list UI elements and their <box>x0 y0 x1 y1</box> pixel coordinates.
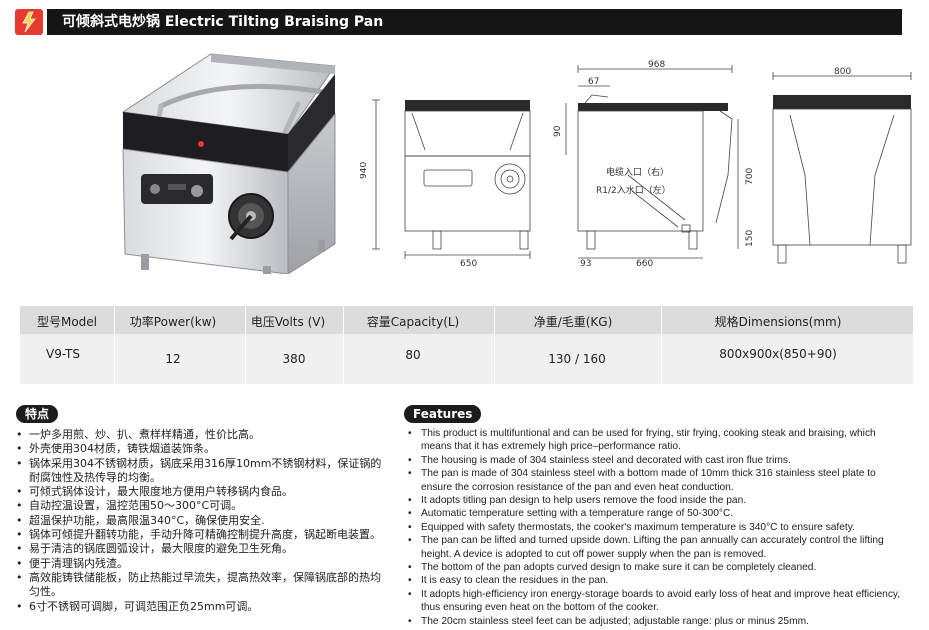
dim-side-left: 93 <box>580 259 591 269</box>
list-item: 6寸不锈钢可调脚，可调范围正负25mm可调。 <box>14 600 389 615</box>
water-inlet-label: R1/2入水口（左） <box>596 184 671 196</box>
dim-side-top: 67 <box>588 77 599 87</box>
header-dimensions: 规格Dimensions(mm) <box>714 315 842 329</box>
dim-side-150: 150 <box>745 230 755 247</box>
dim-side-base: 660 <box>636 259 653 269</box>
dim-front-width: 650 <box>460 259 477 269</box>
list-item: 自动控温设置，温控范围50～300°C可调。 <box>14 499 389 514</box>
list-item: The bottom of the pan adopts curved desi… <box>406 561 906 575</box>
features-en-list: This product is multifuntional and can b… <box>406 427 906 629</box>
list-item: 一炉多用煎、炒、扒、煮样样精通，性价比高。 <box>14 428 389 443</box>
list-item: 锅体采用304不锈钢材质，锅底采用316厚10mm不锈钢材料，保证锅的耐腐蚀性及… <box>14 457 389 486</box>
list-item: 超温保护功能，最高限温340°C，确保使用安全. <box>14 514 389 529</box>
list-item: 便于清理锅内残渣。 <box>14 557 389 572</box>
cell-dimensions: 800x900x(850+90) <box>719 347 837 361</box>
list-item: 外壳使用304材质，铸铁烟道装饰条。 <box>14 442 389 457</box>
features-cn-title: 特点 <box>16 405 59 423</box>
cell-power: 12 <box>165 352 181 366</box>
header-model: 型号Model <box>36 315 98 329</box>
cell-model: V9-TS <box>45 347 81 361</box>
list-item: 易于清洁的锅底圆弧设计，最大限度的避免卫生死角。 <box>14 542 389 557</box>
header-capacity: 容量Capacity(L) <box>366 315 460 329</box>
header-bar <box>47 9 902 35</box>
list-item: This product is multifuntional and can b… <box>406 427 906 454</box>
cell-capacity: 80 <box>405 348 421 362</box>
list-item: The pan is made of 304 stainless steel w… <box>406 467 906 494</box>
list-item: 高效能铸铁储能板，防止热能过早流失，提高热效率，保障锅底部的热均匀性。 <box>14 571 389 600</box>
technical-drawings: 940 650 968 67 90 700 150 93 660 800 电缆入… <box>359 55 920 270</box>
list-item: It is easy to clean the residues in the … <box>406 574 906 588</box>
dim-side-90: 90 <box>553 125 563 137</box>
features-en-title: Features <box>404 405 482 423</box>
list-item: 锅体可倾提升翻转功能，手动升降可精确控制提升高度，锅起断电装置。 <box>14 528 389 543</box>
list-item: The housing is made of 304 stainless ste… <box>406 454 906 468</box>
spec-table-header <box>20 306 913 334</box>
lightning-icon <box>15 9 43 35</box>
cell-volts: 380 <box>282 352 306 366</box>
page-title: 可倾斜式电炒锅 Electric Tilting Braising Pan <box>62 14 384 30</box>
list-item: The 20cm stainless steel feet can be adj… <box>406 615 906 629</box>
list-item: It adopts high-efficiency iron energy-st… <box>406 588 906 615</box>
list-item: It adopts titling pan design to help use… <box>406 494 906 508</box>
features-cn-list: 一炉多用煎、炒、扒、煮样样精通，性价比高。 外壳使用304材质，铸铁烟道装饰条。… <box>14 428 389 614</box>
header-power: 功率Power(kw) <box>129 315 217 329</box>
dim-front-height: 940 <box>360 162 369 179</box>
cable-inlet-label: 电缆入口（右） <box>606 166 669 178</box>
header-weight: 净重/毛重(KG) <box>533 315 613 329</box>
list-item: The pan can be lifted and turned upside … <box>406 534 906 561</box>
list-item: Automatic temperature setting with a tem… <box>406 507 906 521</box>
product-photo <box>113 44 338 275</box>
dim-back-width: 800 <box>834 67 851 77</box>
dim-side-total: 968 <box>648 60 665 70</box>
list-item: Equipped with safety thermostats, the co… <box>406 521 906 535</box>
cell-weight: 130 / 160 <box>548 352 606 366</box>
list-item: 可倾式锅体设计，最大限度地方便用户转移锅内食品。 <box>14 485 389 500</box>
header-volts: 电压Volts (V) <box>250 315 326 329</box>
dim-side-700: 700 <box>745 168 755 185</box>
spec-table: 型号Model 功率Power(kw) 电压Volts (V) 容量Capaci… <box>20 306 913 384</box>
